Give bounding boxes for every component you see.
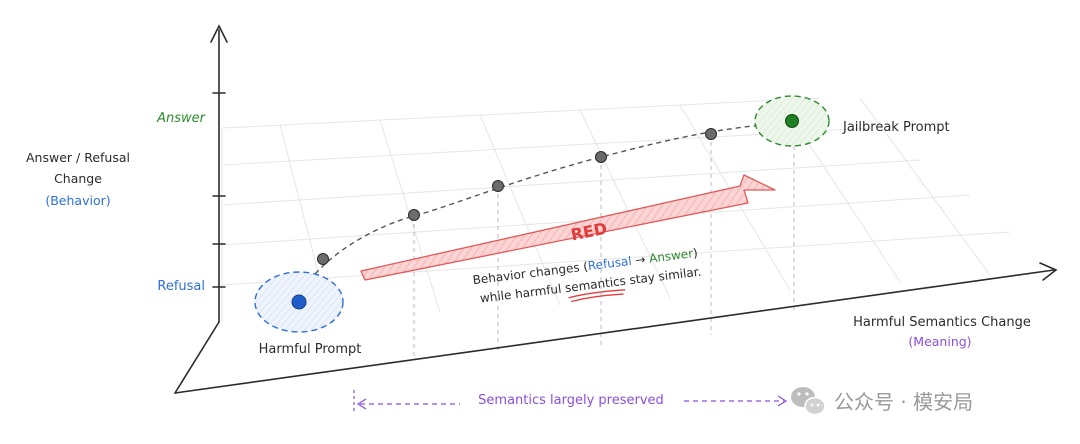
jailbreak-prompt-node: [754, 95, 830, 147]
trajectory-point: [595, 151, 607, 163]
wechat-icon: [791, 387, 826, 416]
y-axis-title-line1: Answer / Refusal: [26, 150, 130, 165]
intermediate-points: [317, 128, 717, 265]
caption-arrow: →: [631, 252, 650, 268]
y-tick-label-refusal: Refusal: [157, 279, 205, 294]
caption-line1-b: ): [692, 246, 698, 260]
harmful-prompt-label: Harmful Prompt: [259, 342, 362, 357]
semantics-preserved-note: Semantics largely preserved: [353, 390, 788, 412]
x-axis-title: Harmful Semantics Change: [853, 315, 1031, 330]
axes: [174, 24, 1058, 394]
caption-answer: Answer: [648, 246, 694, 265]
watermark-text: 公众号 · 模安局: [834, 390, 973, 414]
depth-axis: [174, 321, 220, 394]
note-text: Semantics largely preserved: [478, 393, 664, 408]
trajectory-point: [492, 180, 504, 192]
y-axis-arrowhead: [210, 24, 228, 43]
x-axis-arrowhead: [1039, 262, 1058, 281]
y-axis-subtitle: (Behavior): [45, 193, 110, 208]
harmful-prompt-node: [254, 271, 344, 333]
caption-refusal: Refusal: [587, 254, 632, 273]
red-arrow: RED: [360, 174, 776, 281]
caption: Behavior changes (Refusal → Answer) whil…: [472, 246, 702, 306]
watermark: 公众号 · 模安局: [791, 387, 973, 416]
semantics-underline: [568, 289, 626, 303]
trajectory-point: [408, 209, 420, 221]
jailbreak-prompt-point: [785, 114, 799, 128]
trajectory-curve: [303, 121, 795, 289]
x-axis: [174, 269, 1055, 394]
x-axis-subtitle: (Meaning): [908, 334, 971, 349]
caption-semantics: semantics: [564, 274, 626, 295]
projection-lines: [413, 122, 795, 358]
harmful-prompt-point: [291, 294, 307, 310]
jailbreak-prompt-label: Jailbreak Prompt: [842, 120, 950, 135]
y-axis-title-line2: Change: [54, 171, 102, 186]
y-tick-label-answer: Answer: [156, 111, 207, 126]
trajectory-point: [317, 253, 329, 265]
trajectory-point: [705, 128, 717, 140]
